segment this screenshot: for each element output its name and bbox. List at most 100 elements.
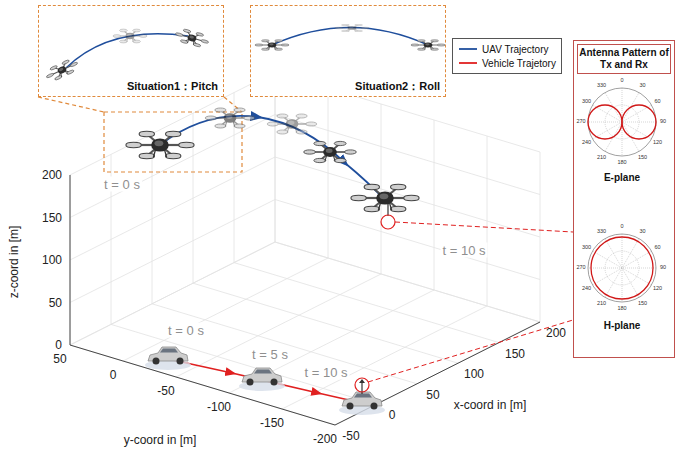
uav-icon	[387, 204, 388, 216]
polar-plot	[622, 105, 656, 139]
tick-label: 0	[55, 339, 62, 351]
polar-tick: 180	[617, 306, 626, 312]
tick-label: -200	[313, 433, 337, 445]
grid-line	[275, 242, 540, 322]
inset-box: Situation2：Roll	[250, 5, 446, 97]
antenna-leader	[368, 222, 573, 382]
time-label: t = 0 s	[166, 323, 206, 338]
uav-trajectory	[160, 116, 385, 200]
grid-line	[275, 200, 540, 280]
grid-line	[123, 258, 328, 361]
polar-tick: 30	[639, 230, 645, 236]
polar-tick: 120	[653, 140, 662, 146]
legend-text: UAV Trajectory	[482, 44, 549, 55]
legend-box: UAV TrajectoryVehicle Trajetory	[452, 38, 562, 74]
legend-line	[459, 62, 477, 64]
inset-uav	[44, 57, 81, 84]
polar-tick: 30	[639, 84, 645, 90]
polar-tick: 330	[597, 230, 606, 236]
grid-line	[70, 115, 275, 218]
antenna-leader	[395, 222, 573, 232]
tick-label: 50	[426, 389, 439, 401]
polar-plot	[588, 88, 656, 302]
uav-icon	[126, 108, 419, 229]
panel-ground	[38, 5, 224, 97]
plane-label: E-plane	[604, 173, 640, 183]
time-label: t = 0 s	[102, 177, 142, 192]
polar-tick: 270	[576, 265, 585, 271]
axis-title: x-coord in [m]	[452, 398, 529, 412]
tick-label: -150	[260, 417, 284, 429]
legend-text: Vehicle Trajetory	[482, 58, 556, 69]
polar-tick: 240	[582, 140, 591, 146]
axis-line	[70, 345, 335, 425]
polar-tick: 90	[660, 119, 666, 125]
grid-line	[70, 242, 275, 345]
legend-sample	[458, 45, 478, 53]
legend-sample	[458, 59, 478, 67]
grid-line	[229, 290, 434, 393]
uav-icon	[304, 141, 357, 162]
inset-uav	[174, 27, 210, 49]
zoom-leader	[38, 97, 104, 112]
polar-plot	[588, 234, 656, 302]
axis-line	[335, 322, 540, 425]
polar-tick: 180	[617, 160, 626, 166]
polar-tick: 60	[654, 99, 660, 105]
polar-plot	[588, 105, 622, 139]
tick-label: 200	[42, 169, 62, 181]
tick-label: -50	[157, 385, 174, 397]
inset-uav	[411, 40, 445, 51]
legend-entry: UAV Trajectory	[458, 42, 556, 56]
grid-line	[193, 283, 458, 363]
tick-label: -50	[342, 430, 359, 442]
axes-grid	[70, 72, 540, 425]
polar-tick: 210	[597, 155, 606, 161]
grid-line	[70, 345, 335, 425]
zoom-leader	[38, 97, 242, 172]
zoom-leader	[104, 112, 242, 172]
panel-heading: Antenna Pattern of Tx and Rx	[577, 44, 671, 74]
polar-tick: 0	[620, 78, 623, 84]
grid-line	[111, 324, 376, 404]
time-label: t = 10 s	[441, 243, 488, 258]
legend-entry: Vehicle Trajetory	[458, 56, 556, 70]
inset-caption: Situation2：Roll	[355, 80, 440, 92]
polar-tick: 270	[576, 119, 585, 125]
grid-line	[152, 304, 417, 384]
grid-line	[275, 115, 540, 195]
time-label: t = 5 s	[250, 347, 290, 362]
polar-tick: 60	[654, 245, 660, 251]
tick-label: 50	[53, 353, 66, 365]
grid-line	[234, 263, 499, 343]
vehicle-icon	[239, 368, 285, 391]
inset-caption: Situation1：Pitch	[127, 80, 218, 92]
polar-plot	[588, 88, 656, 302]
uav-icon	[351, 184, 419, 212]
inset-uav	[335, 24, 369, 32]
tick-label: -100	[207, 401, 231, 413]
vehicle-trajectory	[168, 359, 362, 403]
tick-label: 100	[464, 368, 484, 380]
inset-uav	[113, 29, 147, 43]
inset-uav	[44, 24, 445, 83]
vehicle-icon	[339, 392, 385, 415]
polar-tick: 300	[582, 99, 591, 105]
inset-uav	[255, 40, 289, 51]
polar-plot	[605, 239, 639, 298]
uav-icon	[267, 114, 317, 134]
grid-line	[70, 200, 275, 303]
polar-plot	[593, 251, 652, 285]
grid-line	[70, 175, 71, 345]
grid-line	[275, 157, 540, 237]
vehicle-icon	[355, 378, 369, 392]
tick-label: 50	[49, 297, 62, 309]
tick-label: 150	[42, 212, 62, 224]
axis-title: y-coord in [m]	[122, 433, 199, 447]
grid-line	[335, 322, 540, 425]
axis-title: z-coord in [m]	[8, 226, 20, 299]
panel-ground	[38, 5, 675, 358]
